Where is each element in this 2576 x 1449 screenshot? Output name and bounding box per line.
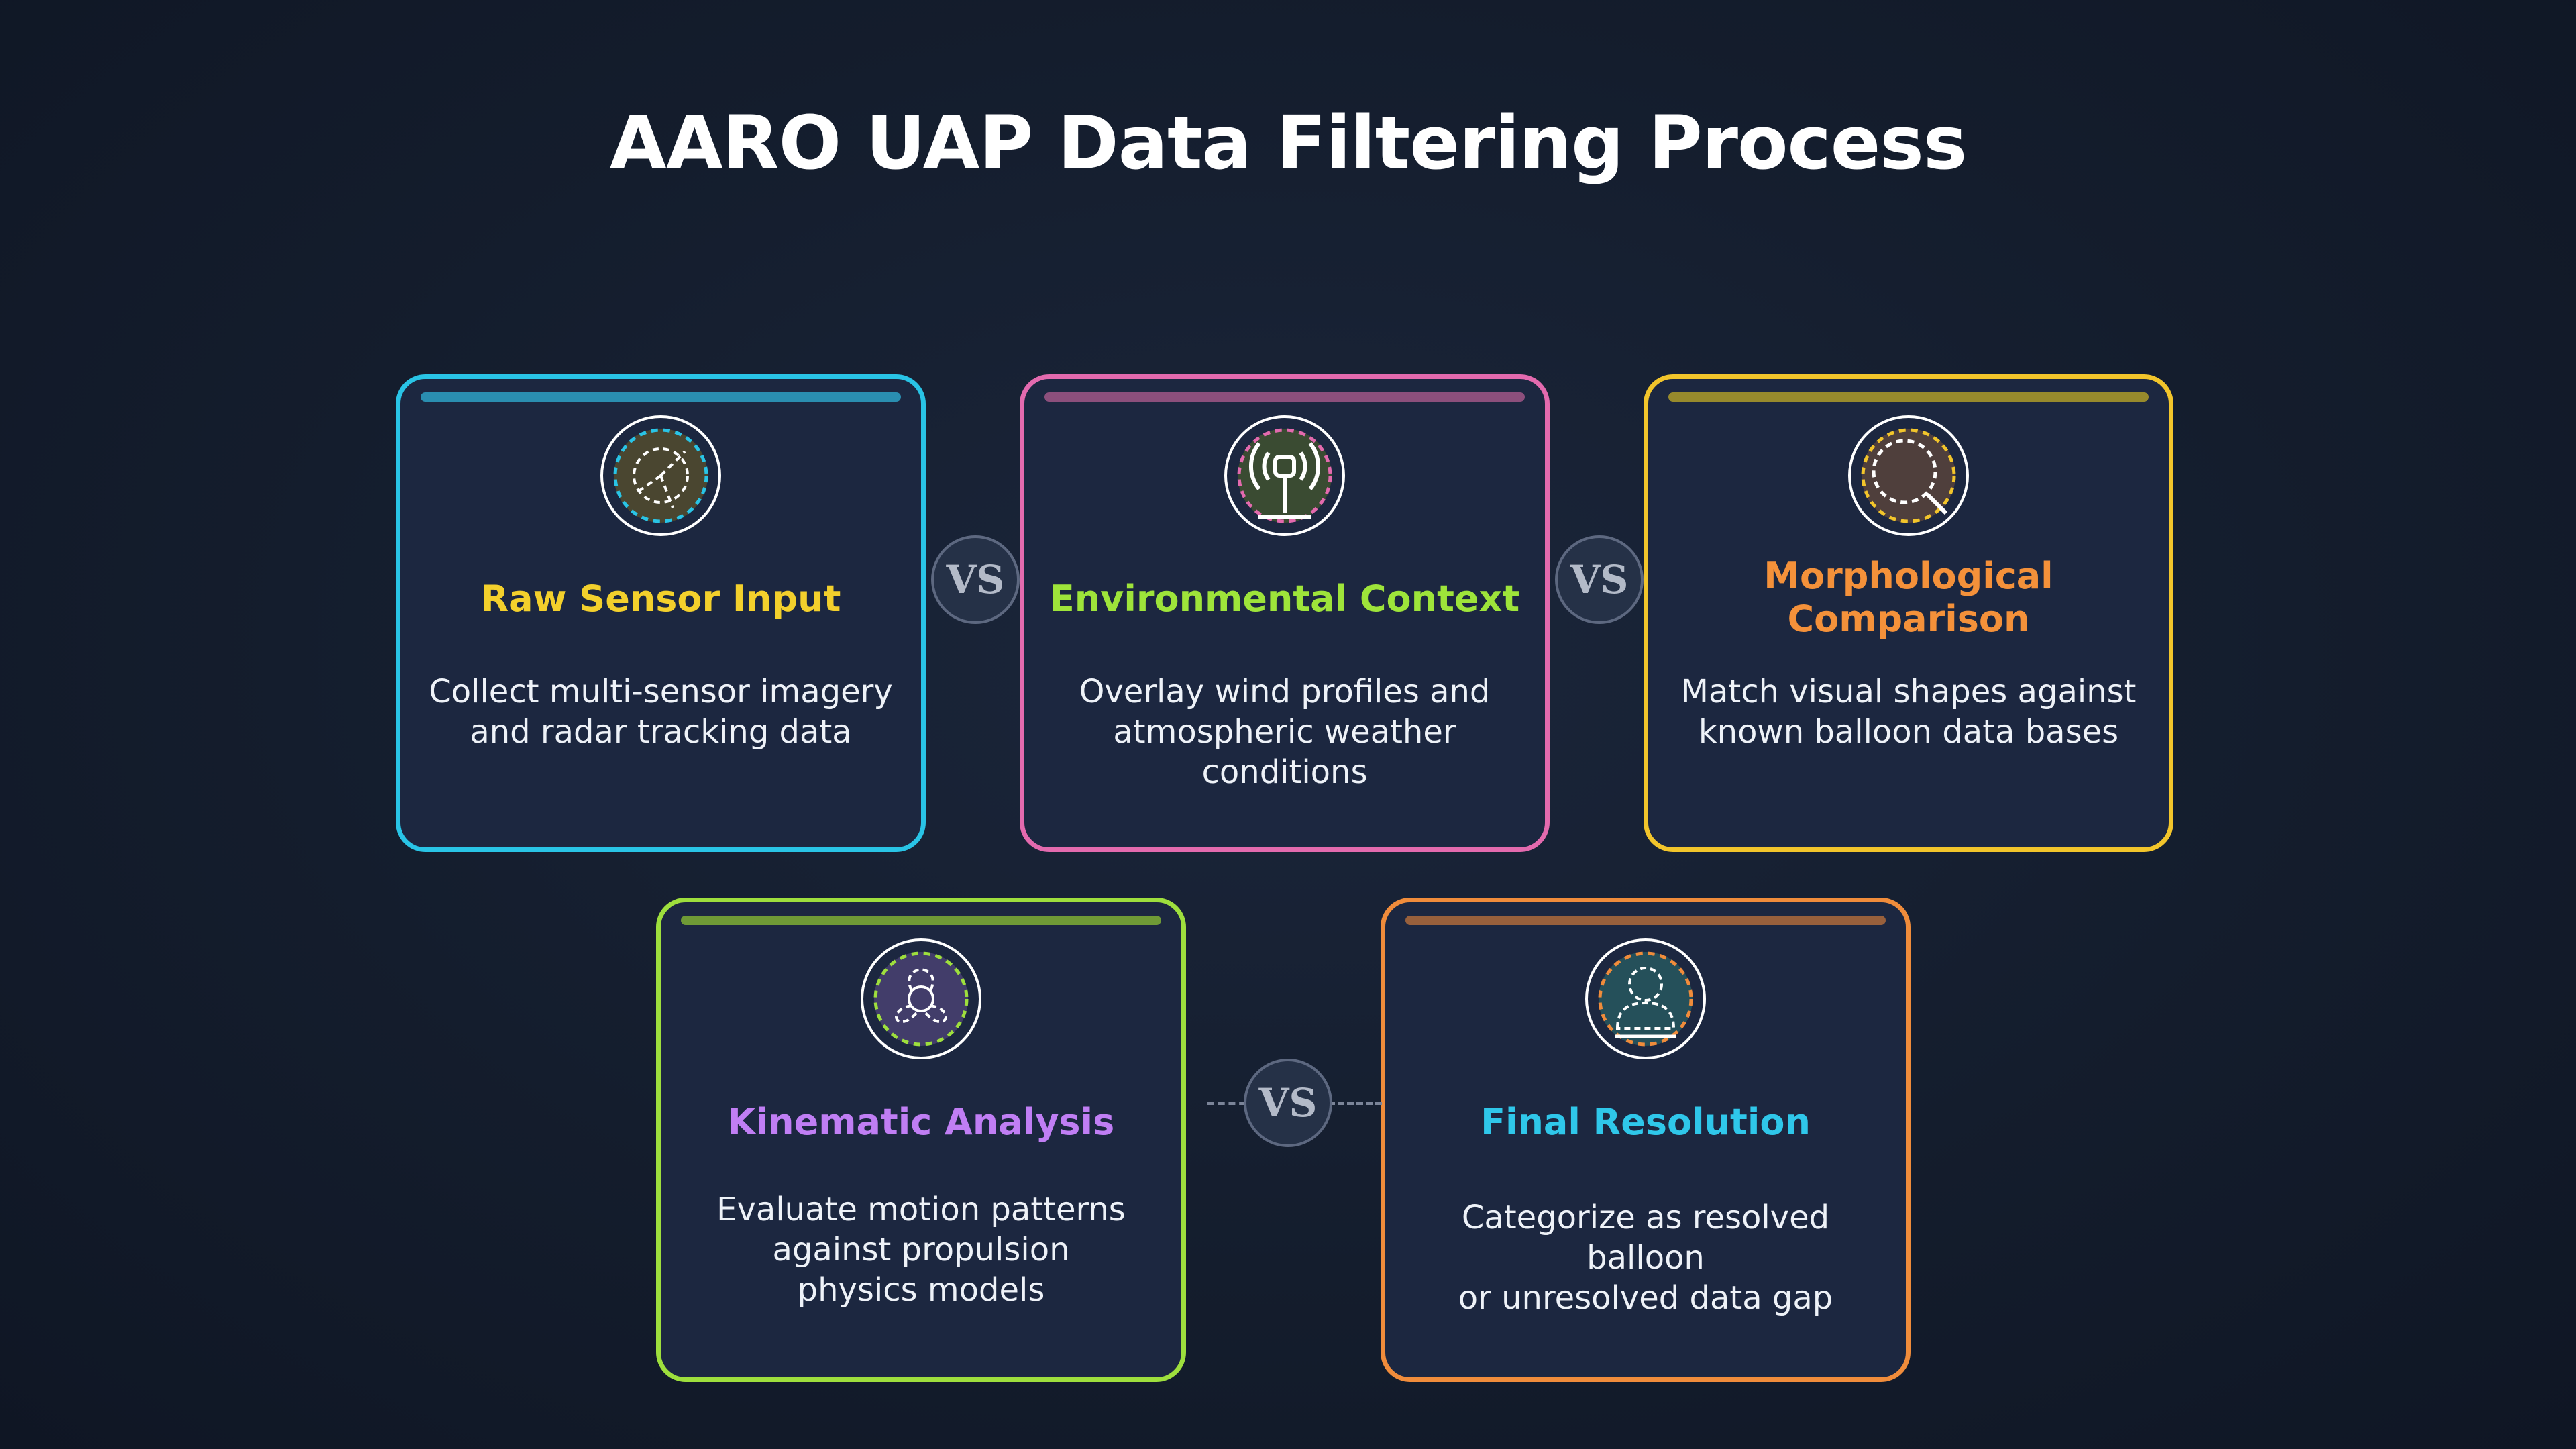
radar-icon — [598, 413, 724, 539]
step-title: Morphological Comparison — [1764, 555, 2053, 640]
step-description: Overlay wind profiles and atmospheric we… — [1040, 672, 1529, 792]
step-description-line: atmospheric weather conditions — [1113, 713, 1456, 791]
step-description-line: physics models — [797, 1271, 1045, 1309]
person-icon — [1582, 936, 1709, 1062]
vs-badge: VS — [931, 535, 1020, 624]
card-accent-bar — [421, 392, 901, 402]
step-title: Kinematic Analysis — [727, 1101, 1115, 1143]
step-description-line: Categorize as resolved balloon — [1461, 1199, 1830, 1277]
step-description: Collect multi-sensor imagery and radar t… — [417, 672, 905, 752]
card-accent-bar — [1044, 392, 1525, 402]
step-description-line: Overlay wind profiles and — [1079, 673, 1491, 710]
step-card-kinematic-analysis: Kinematic Analysis Evaluate motion patte… — [656, 898, 1186, 1382]
magnifier-icon — [1845, 413, 1972, 539]
fan-icon — [858, 936, 984, 1062]
step-description-line: against propulsion — [772, 1231, 1070, 1269]
vs-badge: VS — [1555, 535, 1644, 624]
step-description-line: or unresolved data gap — [1458, 1279, 1833, 1317]
step-card-morphological-comparison: Morphological Comparison Match visual sh… — [1644, 374, 2174, 852]
step-title: Final Resolution — [1481, 1101, 1811, 1143]
step-description-line: Match visual shapes against — [1680, 673, 2137, 710]
step-title: Raw Sensor Input — [480, 578, 841, 620]
step-description-line: Collect multi-sensor imagery — [429, 673, 893, 710]
card-accent-bar — [1668, 392, 2149, 402]
step-description: Evaluate motion patterns against propuls… — [677, 1189, 1165, 1310]
card-accent-bar — [681, 916, 1161, 925]
step-card-final-resolution: Final Resolution Categorize as resolved … — [1381, 898, 1911, 1382]
step-card-raw-sensor-input: Raw Sensor Input Collect multi-sensor im… — [396, 374, 926, 852]
step-title: Environmental Context — [1049, 578, 1520, 620]
step-description-line: and radar tracking data — [470, 713, 852, 751]
step-card-environmental-context: Environmental Context Overlay wind profi… — [1020, 374, 1550, 852]
card-accent-bar — [1405, 916, 1886, 925]
step-description: Match visual shapes against known balloo… — [1664, 672, 2153, 752]
connector-line — [1328, 1102, 1382, 1105]
step-description-line: known balloon data bases — [1698, 713, 2119, 751]
step-description-line: Evaluate motion patterns — [716, 1191, 1126, 1228]
step-description: Categorize as resolved balloon or unreso… — [1401, 1197, 1890, 1318]
vs-badge: VS — [1244, 1059, 1332, 1147]
page-title: AARO UAP Data Filtering Process — [609, 100, 1968, 186]
antenna-icon — [1222, 413, 1348, 539]
